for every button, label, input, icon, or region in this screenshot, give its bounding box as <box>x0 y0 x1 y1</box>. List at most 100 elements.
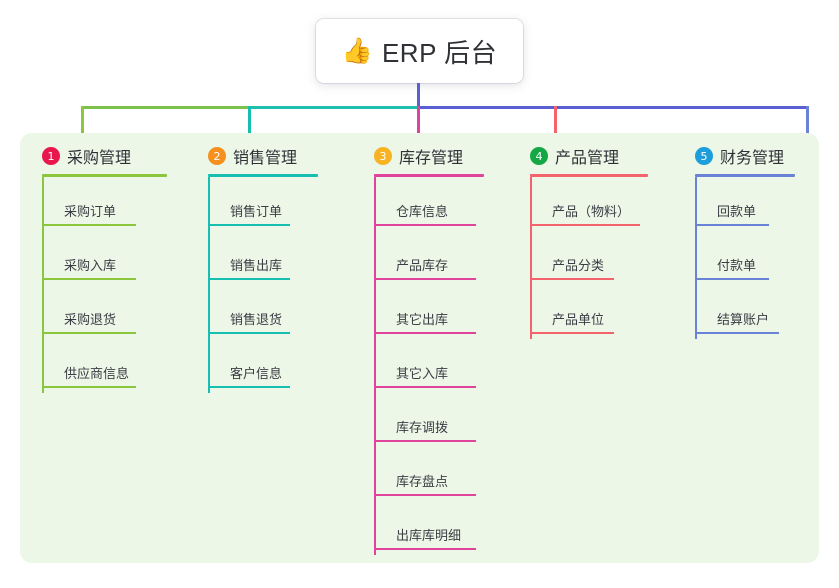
list-item-rule <box>376 548 476 550</box>
list-item[interactable]: 产品分类 <box>530 231 648 285</box>
branch-header-3[interactable]: 3 库存管理 <box>374 143 484 169</box>
thumbs-up-icon: 👍 <box>341 36 373 65</box>
list-item-rule <box>532 278 614 280</box>
branch-header-1[interactable]: 1 采购管理 <box>42 143 167 169</box>
list-item[interactable]: 库存盘点 <box>374 447 484 501</box>
list-item[interactable]: 销售出库 <box>208 231 318 285</box>
diagram-panel <box>20 133 819 563</box>
list-item[interactable]: 销售退货 <box>208 285 318 339</box>
list-item[interactable]: 仓库信息 <box>374 177 484 231</box>
root-node[interactable]: 👍 ERP 后台 <box>316 19 523 83</box>
bus-segment-2 <box>248 106 417 109</box>
branch-badge-1: 1 <box>42 147 60 165</box>
list-item-label: 产品单位 <box>552 312 605 327</box>
list-item-label: 销售订单 <box>230 204 283 219</box>
branch-badge-3: 3 <box>374 147 392 165</box>
branch-title-2: 销售管理 <box>233 150 298 167</box>
list-item[interactable]: 库存调拨 <box>374 393 484 447</box>
bus-segment-1 <box>81 106 248 109</box>
branch-items-2: 销售订单 销售出库 销售退货 客户信息 <box>208 177 318 393</box>
branch-column-3: 3 库存管理 仓库信息 产品库存 其它出库 其它入库 库存调拨 <box>374 143 484 555</box>
list-item-label: 产品分类 <box>552 258 605 273</box>
bus-segment-3 <box>417 106 809 109</box>
list-item[interactable]: 采购入库 <box>42 231 167 285</box>
root-stem <box>417 83 420 108</box>
list-item[interactable]: 客户信息 <box>208 339 318 393</box>
branch-header-4[interactable]: 4 产品管理 <box>530 143 648 169</box>
branch-badge-4: 4 <box>530 147 548 165</box>
list-item-rule <box>210 332 290 334</box>
list-item[interactable]: 出库库明细 <box>374 501 484 555</box>
branch-rule-5 <box>695 174 795 177</box>
list-item-rule <box>376 278 476 280</box>
list-item[interactable]: 付款单 <box>695 231 795 285</box>
list-item-label: 产品库存 <box>396 258 449 273</box>
drop-line-2 <box>248 106 251 142</box>
branch-items-1: 采购订单 采购入库 采购退货 供应商信息 <box>42 177 167 393</box>
branch-rule-2 <box>208 174 318 177</box>
list-item-rule <box>44 386 136 388</box>
branch-spine-3 <box>374 177 376 555</box>
list-item-rule <box>44 332 136 334</box>
branch-rule-1 <box>42 174 167 177</box>
branch-title-1: 采购管理 <box>67 150 132 167</box>
list-item-rule <box>376 494 476 496</box>
list-item[interactable]: 回款单 <box>695 177 795 231</box>
list-item-label: 出库库明细 <box>396 528 462 543</box>
branch-items-5: 回款单 付款单 结算账户 <box>695 177 795 339</box>
list-item-rule <box>376 440 476 442</box>
branch-badge-2: 2 <box>208 147 226 165</box>
list-item[interactable]: 产品单位 <box>530 285 648 339</box>
list-item-rule <box>697 332 779 334</box>
branch-rule-3 <box>374 174 484 177</box>
list-item-rule <box>697 278 769 280</box>
list-item-label: 仓库信息 <box>396 204 449 219</box>
list-item-label: 库存调拨 <box>396 420 449 435</box>
branch-spine-5 <box>695 177 697 339</box>
branch-title-4: 产品管理 <box>555 150 620 167</box>
branch-items-4: 产品（物料） 产品分类 产品单位 <box>530 177 648 339</box>
list-item-label: 采购订单 <box>64 204 117 219</box>
branch-spine-1 <box>42 177 44 393</box>
list-item[interactable]: 结算账户 <box>695 285 795 339</box>
list-item-rule <box>376 224 476 226</box>
list-item[interactable]: 采购退货 <box>42 285 167 339</box>
list-item-label: 销售退货 <box>230 312 283 327</box>
branch-column-5: 5 财务管理 回款单 付款单 结算账户 <box>695 143 795 339</box>
list-item-rule <box>532 224 640 226</box>
branch-header-5[interactable]: 5 财务管理 <box>695 143 795 169</box>
list-item-label: 采购退货 <box>64 312 117 327</box>
list-item-rule <box>44 278 136 280</box>
list-item[interactable]: 产品（物料） <box>530 177 648 231</box>
list-item[interactable]: 其它出库 <box>374 285 484 339</box>
root-node-title: ERP 后台 <box>381 37 498 68</box>
branch-items-3: 仓库信息 产品库存 其它出库 其它入库 库存调拨 库存盘点 <box>374 177 484 555</box>
list-item-label: 产品（物料） <box>552 204 631 219</box>
drop-line-4 <box>554 106 557 142</box>
list-item-rule <box>210 224 290 226</box>
list-item[interactable]: 产品库存 <box>374 231 484 285</box>
list-item[interactable]: 销售订单 <box>208 177 318 231</box>
list-item-label: 销售出库 <box>230 258 283 273</box>
branch-title-5: 财务管理 <box>720 150 785 167</box>
list-item-rule <box>697 224 769 226</box>
drop-line-5 <box>806 106 809 142</box>
list-item-label: 付款单 <box>717 258 757 273</box>
list-item-label: 采购入库 <box>64 258 117 273</box>
list-item-label: 客户信息 <box>230 366 283 381</box>
list-item-rule <box>210 278 290 280</box>
list-item[interactable]: 采购订单 <box>42 177 167 231</box>
list-item-label: 回款单 <box>717 204 757 219</box>
list-item-label: 结算账户 <box>717 312 770 327</box>
list-item[interactable]: 其它入库 <box>374 339 484 393</box>
list-item-rule <box>532 332 614 334</box>
branch-column-1: 1 采购管理 采购订单 采购入库 采购退货 供应商信息 <box>42 143 167 393</box>
branch-header-2[interactable]: 2 销售管理 <box>208 143 318 169</box>
branch-badge-5: 5 <box>695 147 713 165</box>
list-item-rule <box>376 332 476 334</box>
list-item-label: 库存盘点 <box>396 474 449 489</box>
branch-title-3: 库存管理 <box>399 150 464 167</box>
list-item-label: 其它出库 <box>396 312 449 327</box>
list-item[interactable]: 供应商信息 <box>42 339 167 393</box>
